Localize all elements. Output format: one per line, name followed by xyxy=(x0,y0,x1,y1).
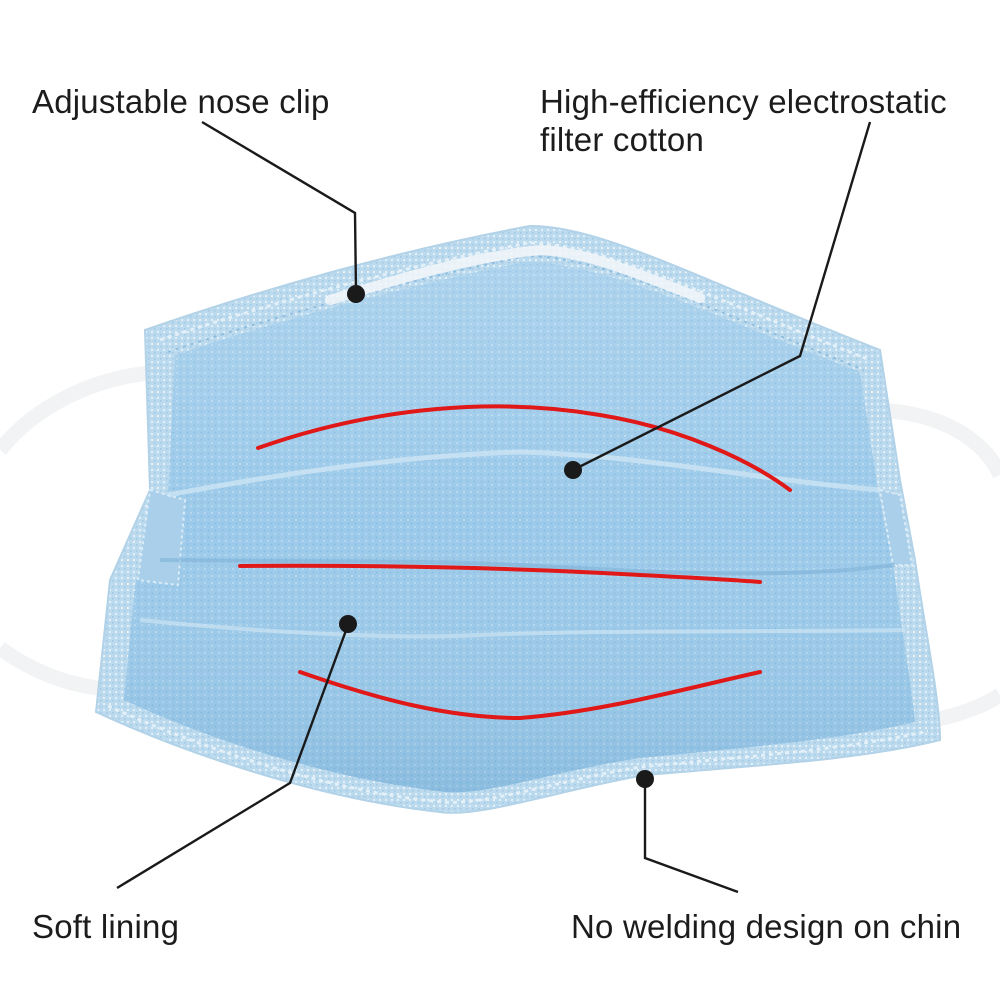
callout-dot-chin xyxy=(636,770,654,788)
callout-dot-filter xyxy=(564,461,582,479)
callout-label-filter-line2: filter cotton xyxy=(540,121,705,158)
callout-label-soft-lining: Soft lining xyxy=(32,908,180,945)
callout-lines xyxy=(116,120,872,894)
pleat-lines xyxy=(238,404,792,721)
callout-line-filter xyxy=(572,121,872,472)
mask-body xyxy=(94,224,942,814)
callout-label-chin: No welding design on chin xyxy=(571,908,962,945)
callout-line-chin xyxy=(643,780,739,894)
callout-dots xyxy=(339,285,654,788)
callout-line-lining xyxy=(116,624,350,890)
callout-label-filter-line1: High-efficiency electrostatic xyxy=(540,83,947,120)
callout-dot-nose xyxy=(347,285,365,303)
callout-dot-lining xyxy=(339,615,357,633)
callout-label-nose-clip: Adjustable nose clip xyxy=(32,83,330,120)
callout-line-nose xyxy=(201,120,358,294)
callout-label-filter: High-efficiency electrostatic filter cot… xyxy=(540,83,947,159)
